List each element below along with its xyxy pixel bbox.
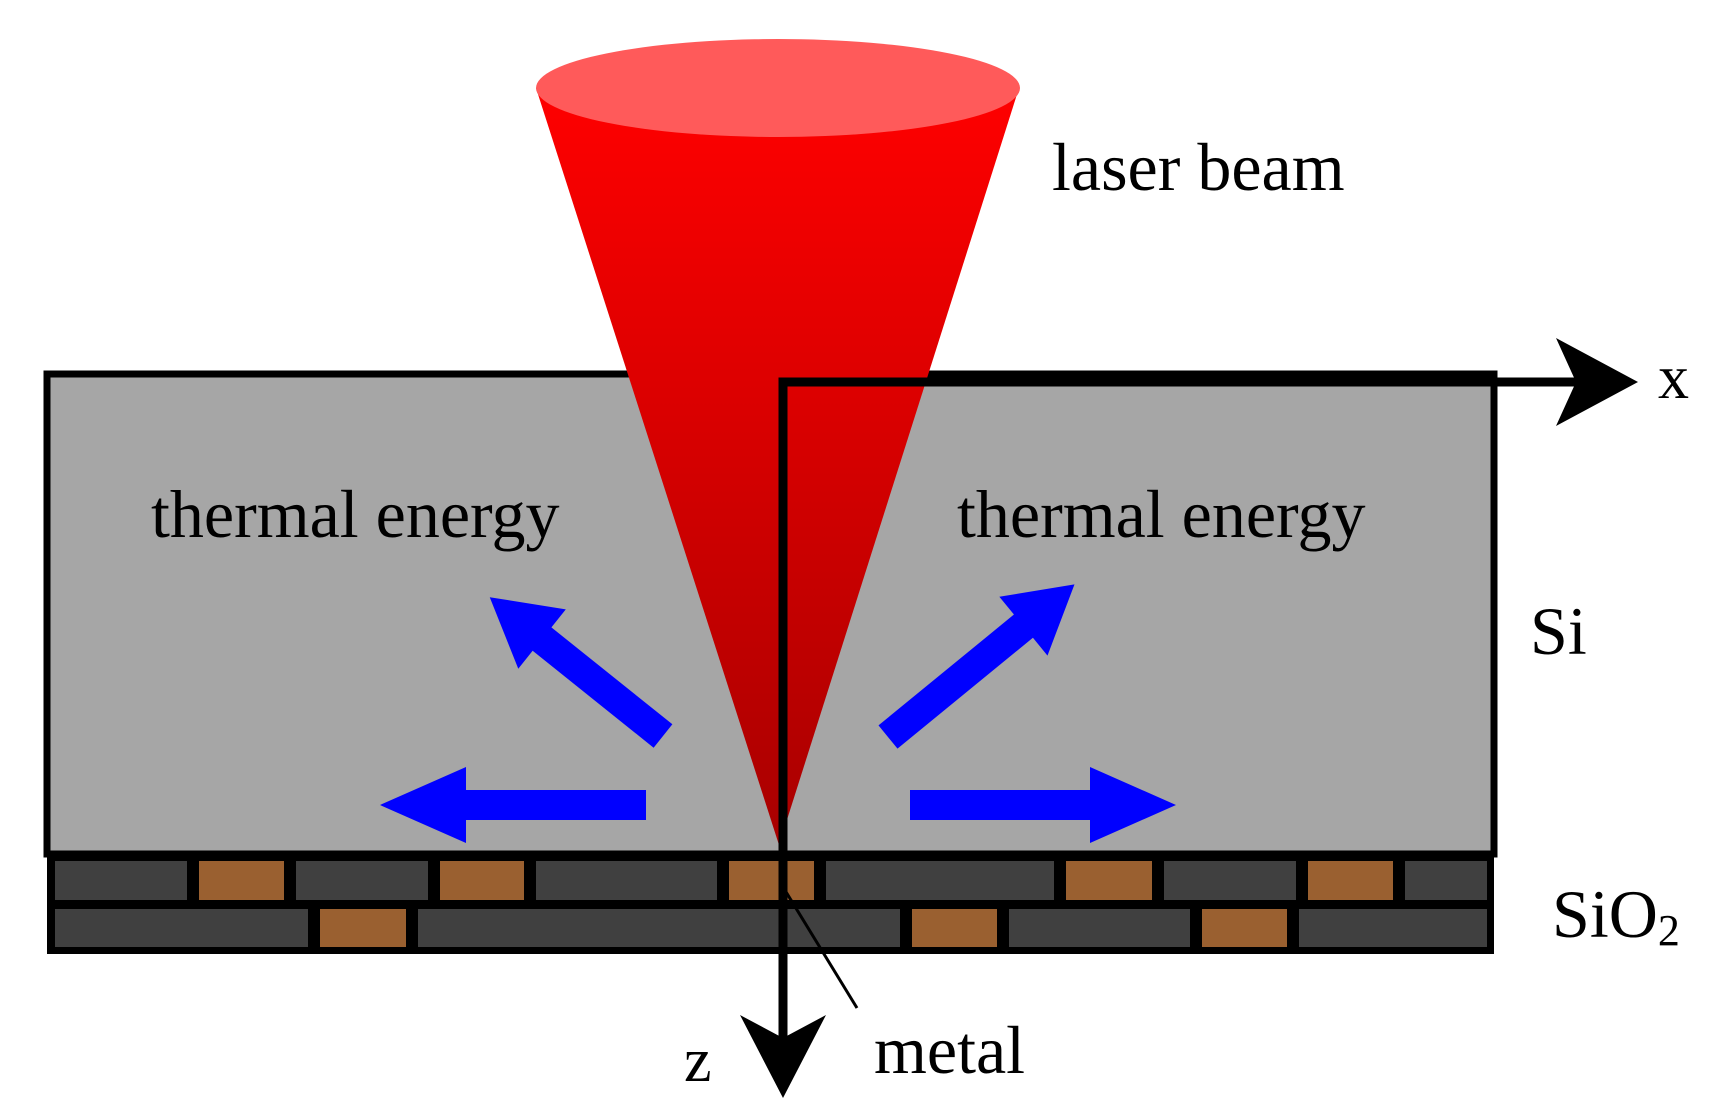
x-axis-label: x xyxy=(1658,344,1689,412)
thermal-energy-label-right: thermal energy xyxy=(957,476,1365,552)
metal-pointer-line xyxy=(781,886,859,1009)
metal-block xyxy=(440,861,524,900)
metal-block xyxy=(199,861,284,900)
oxide-label-base: SiO xyxy=(1552,876,1658,952)
x-axis-arrowhead-icon xyxy=(1556,338,1638,426)
z-axis-arrowhead-icon xyxy=(740,1015,826,1098)
silicon-label: Si xyxy=(1530,593,1587,669)
thermal-arrow-right-icon xyxy=(910,767,1176,843)
thermal-arrow-upper-right-icon xyxy=(878,584,1075,749)
laser-beam-cap xyxy=(536,39,1020,137)
metal-block xyxy=(320,909,406,947)
thermal-arrow-left-icon xyxy=(380,767,646,843)
laser-beam-label: laser beam xyxy=(1052,129,1345,205)
oxide-block xyxy=(1164,861,1296,900)
oxide-block xyxy=(1299,909,1487,947)
oxide-layer xyxy=(47,854,1494,954)
oxide-block xyxy=(536,861,717,900)
metal-block xyxy=(1066,861,1152,900)
oxide-block xyxy=(296,861,428,900)
z-axis-label: z xyxy=(684,1027,712,1095)
oxide-block xyxy=(55,861,187,900)
metal-block xyxy=(912,909,997,947)
metal-label: metal xyxy=(874,1012,1025,1088)
oxide-block xyxy=(1009,909,1190,947)
metal-block xyxy=(729,861,814,900)
thermal-energy-label-left: thermal energy xyxy=(151,476,559,552)
thermal-arrow-upper-left-icon xyxy=(489,597,673,748)
metal-block xyxy=(1308,861,1393,900)
coordinate-axes xyxy=(740,338,1638,1098)
thermal-arrows xyxy=(380,584,1176,843)
metal-block xyxy=(1202,909,1287,947)
oxide-block xyxy=(1405,861,1487,900)
laser-beam-cone xyxy=(536,88,1019,845)
oxide-block xyxy=(55,909,308,947)
oxide-block xyxy=(826,861,1054,900)
x-axis-line xyxy=(778,377,1600,915)
oxide-label: SiO2 xyxy=(1552,876,1680,955)
oxide-block xyxy=(418,909,900,947)
oxide-label-subscript: 2 xyxy=(1658,906,1680,955)
laser-beam xyxy=(536,39,1020,845)
